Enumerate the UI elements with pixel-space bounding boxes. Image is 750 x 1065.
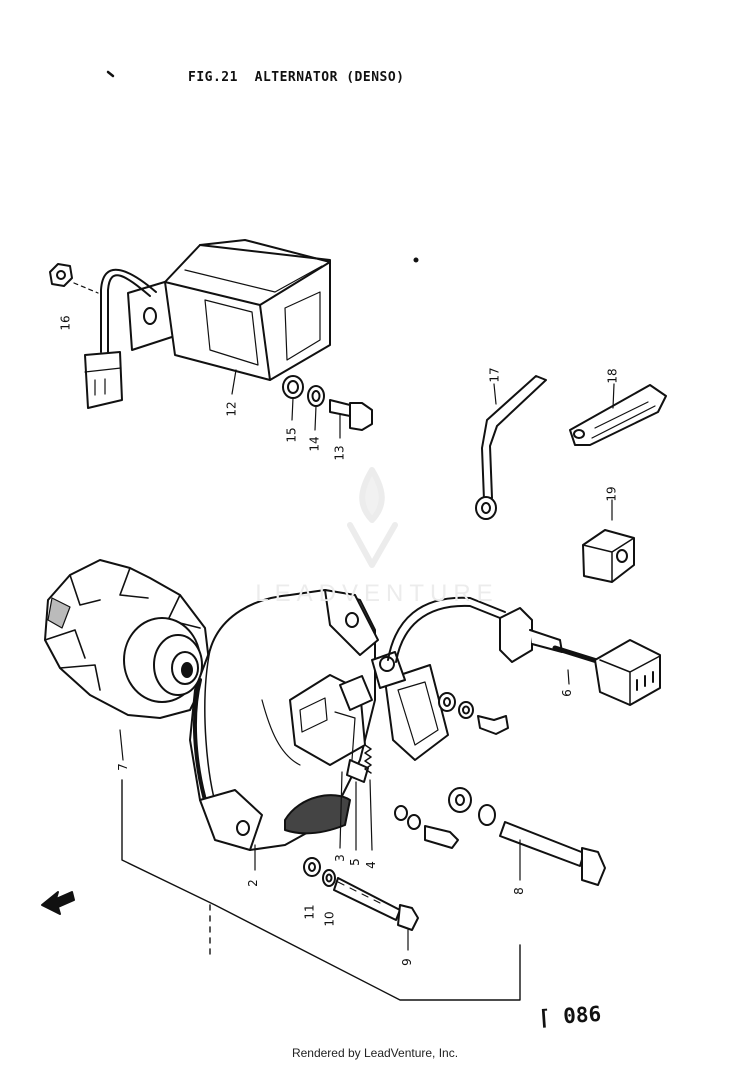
- part-4-spring: [364, 744, 373, 851]
- part-8-through-bolt: [499, 821, 606, 886]
- part-15-washer: [282, 375, 304, 421]
- front-arrow-icon: [41, 891, 75, 915]
- part-3-brush-holder: [289, 674, 373, 849]
- part-10-lock-washer: [322, 869, 336, 887]
- callout-14: 14: [307, 436, 322, 452]
- figure-number: FIG.21: [188, 70, 238, 85]
- part-6-wiring-lead: [387, 596, 661, 706]
- callout-15: 15: [284, 427, 299, 443]
- callout-2: 2: [245, 879, 260, 887]
- scan-mark: [106, 70, 115, 78]
- callout-6: 6: [559, 689, 574, 697]
- part-5-brush: [346, 759, 369, 851]
- hardware-washers-right: [394, 692, 509, 849]
- assembly-bracket-lines: [121, 779, 521, 1001]
- callout-11: 11: [302, 904, 317, 920]
- part-9-bolt: [333, 877, 419, 951]
- callout-8: 8: [511, 887, 526, 895]
- ic-regulator-plate: [371, 651, 449, 761]
- part-7-fan-pulley: [44, 559, 211, 761]
- callout-3: 3: [332, 854, 347, 862]
- callout-17: 17: [487, 367, 502, 383]
- callout-9: 9: [399, 958, 414, 966]
- footer-credit: Rendered by LeadVenture, Inc.: [291, 1046, 459, 1060]
- callout-12: 12: [224, 401, 239, 417]
- page-code: ⌈ 086: [537, 1001, 602, 1031]
- part-19-grommet: [582, 499, 635, 583]
- callout-19: 19: [604, 486, 619, 502]
- scan-dot: [413, 257, 419, 263]
- figure-title: FIG.21 ALTERNATOR (DENSO): [188, 70, 405, 85]
- callout-13: 13: [332, 445, 347, 461]
- callout-4: 4: [363, 861, 378, 869]
- part-12-regulator: [84, 239, 331, 409]
- part-17-strap: [475, 375, 547, 520]
- part-11-washer: [303, 857, 321, 877]
- part-14-lock-washer: [307, 385, 325, 431]
- part-2-housing: [189, 589, 379, 871]
- callout-10: 10: [322, 911, 337, 927]
- part-13-bolt: [329, 399, 373, 439]
- part-18-clamp: [569, 383, 667, 446]
- callout-16: 16: [58, 315, 73, 331]
- callout-18: 18: [605, 368, 620, 384]
- part-16-nut: [49, 263, 99, 294]
- page-code-number: 086: [562, 1001, 602, 1029]
- callout-7: 7: [115, 763, 130, 771]
- watermark-logo: [347, 467, 398, 568]
- callout-5: 5: [347, 858, 362, 866]
- figure-name: ALTERNATOR (DENSO): [254, 70, 405, 85]
